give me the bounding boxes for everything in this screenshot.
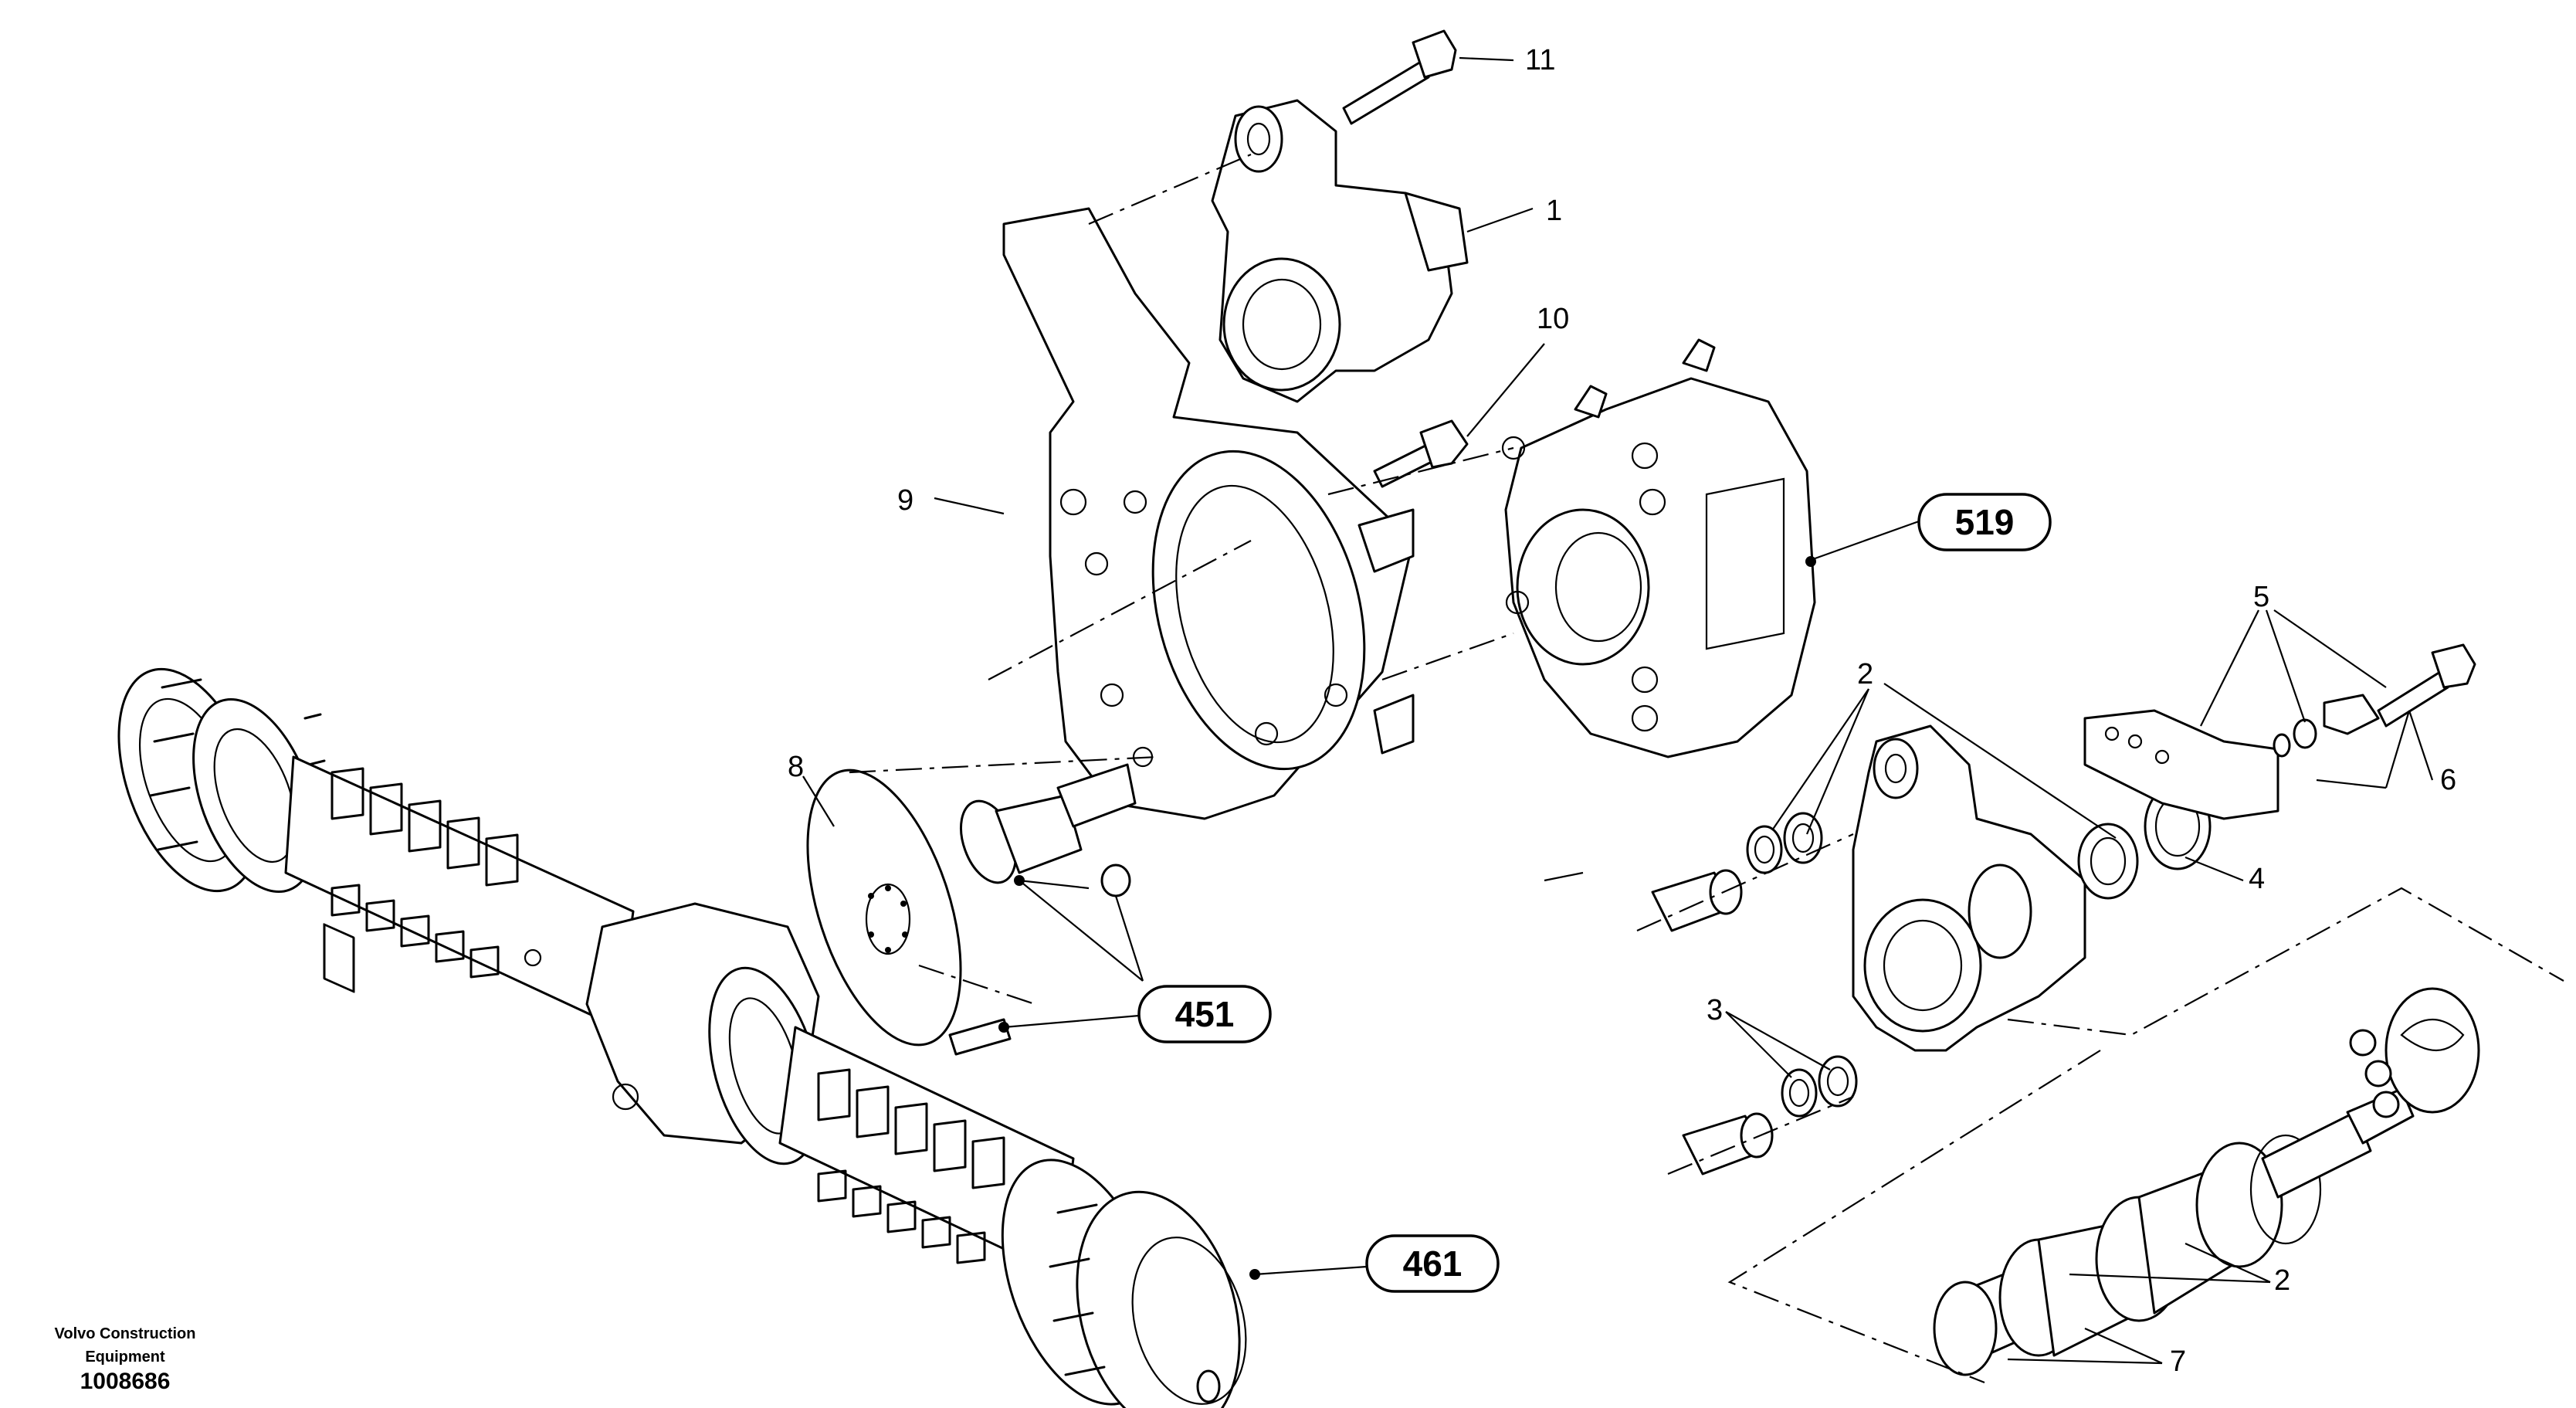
callout-5: 5 bbox=[2253, 581, 2269, 613]
callout-3: 3 bbox=[1707, 994, 1723, 1026]
callout-9: 9 bbox=[897, 484, 913, 517]
ref-461[interactable]: 461 bbox=[1365, 1234, 1500, 1293]
bolt-11 bbox=[1342, 29, 1457, 125]
callout-11: 11 bbox=[1525, 44, 1555, 76]
ref-519-label: 519 bbox=[1955, 502, 2015, 542]
callout-1: 1 bbox=[1546, 195, 1562, 227]
callout-7: 7 bbox=[2170, 1345, 2186, 1378]
callout-6: 6 bbox=[2440, 764, 2456, 796]
plate-assembly-5-6 bbox=[2083, 643, 2476, 820]
callout-8: 8 bbox=[788, 751, 804, 783]
seal-rings-upper bbox=[1651, 812, 1823, 932]
footer-line1: Volvo Construction bbox=[54, 1325, 196, 1342]
bolt-10 bbox=[1373, 419, 1469, 488]
footer-credit: Volvo Construction Equipment 1008686 bbox=[40, 1322, 210, 1395]
brake-disc bbox=[806, 768, 962, 1047]
brake-caliper-519 bbox=[1501, 338, 1816, 758]
shaft-assembly-7 bbox=[1933, 987, 2480, 1376]
universal-joint bbox=[948, 763, 1137, 1056]
caliper-housing-right bbox=[1852, 724, 2086, 1052]
footer-line2: Equipment bbox=[85, 1349, 165, 1366]
assembly-lines bbox=[849, 153, 2564, 1384]
callout-4: 4 bbox=[2249, 863, 2265, 895]
ref-519[interactable]: 519 bbox=[1917, 493, 2052, 551]
axle-assembly bbox=[117, 667, 1247, 1408]
ref-461-label: 461 bbox=[1403, 1243, 1463, 1284]
callout-10: 10 bbox=[1537, 303, 1569, 335]
caliper-bracket bbox=[1002, 207, 1415, 820]
callout-2-upper: 2 bbox=[1857, 658, 1873, 690]
ref-451[interactable]: 451 bbox=[1137, 985, 1272, 1043]
leader-lines bbox=[802, 56, 2434, 1365]
seal-rings-lower bbox=[1682, 1055, 1858, 1176]
ref-451-label: 451 bbox=[1175, 994, 1235, 1034]
callout-2-lower: 2 bbox=[2274, 1264, 2290, 1297]
drawing-number: 1008686 bbox=[80, 1369, 171, 1394]
caliper-housing-top bbox=[1211, 99, 1469, 403]
